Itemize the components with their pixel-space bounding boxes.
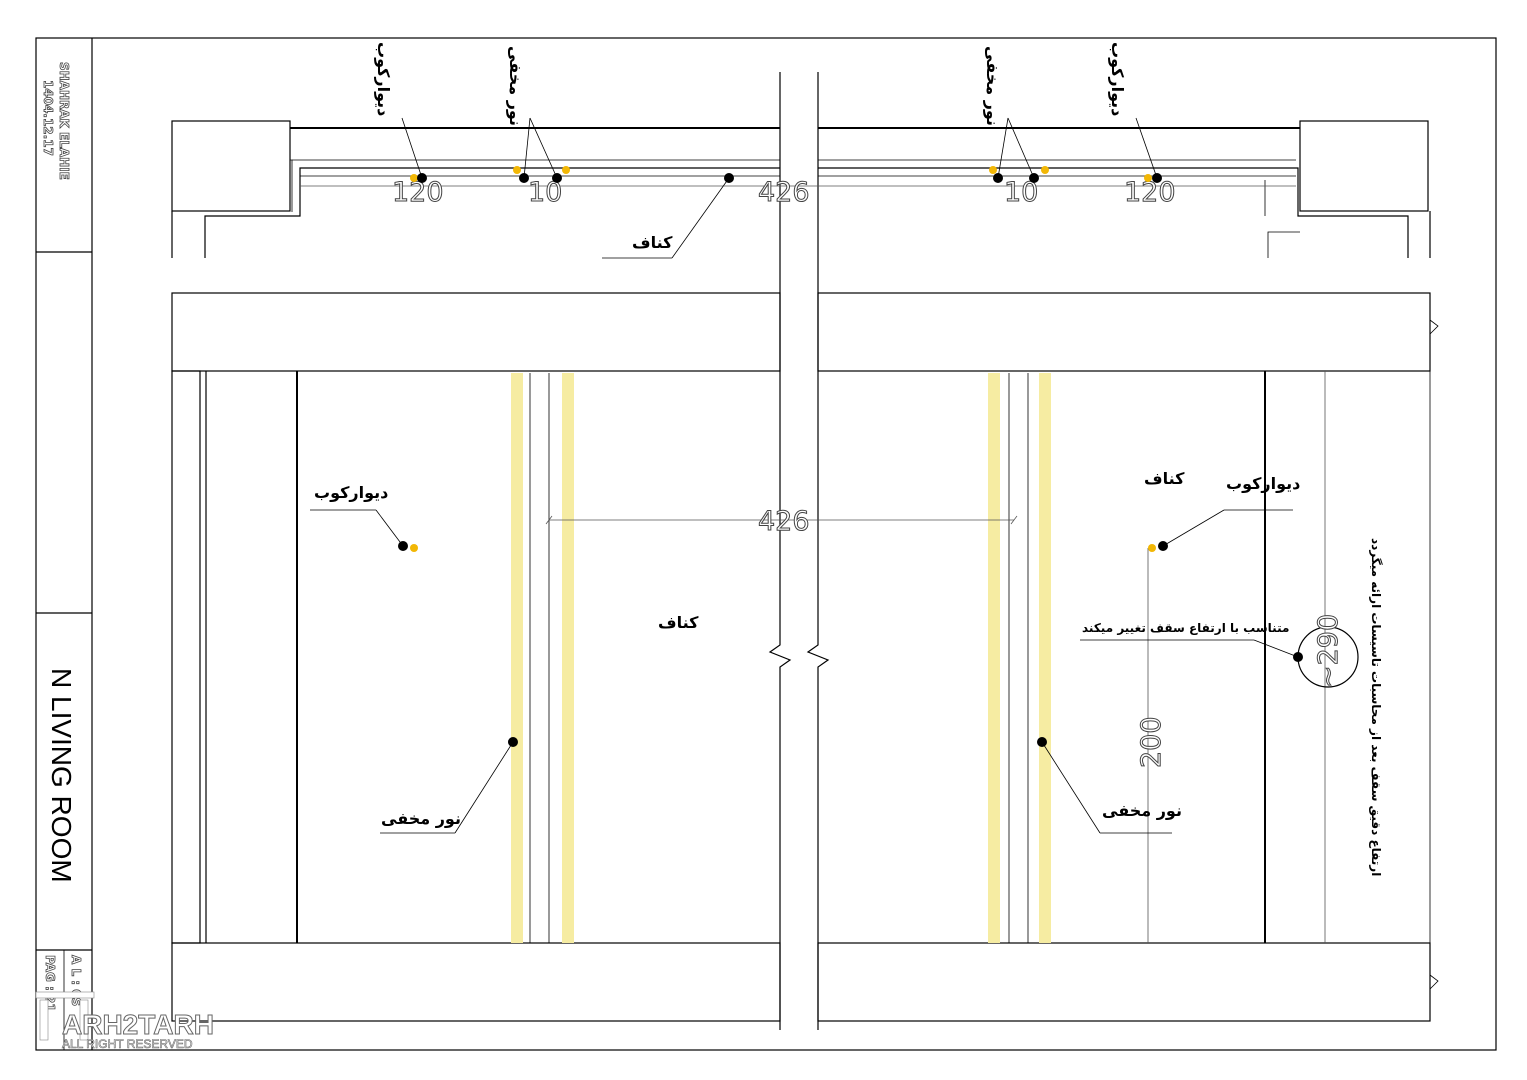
- plan-dim-10-right: 10: [1004, 177, 1038, 208]
- project-name: SHAHRAK ELAHIE: [57, 62, 71, 180]
- scale-label: A L : 0S: [69, 955, 83, 1006]
- elev-dim-width: 426: [758, 506, 810, 537]
- elev-label-wall-lamp-right: دیوارکوب: [1226, 474, 1300, 493]
- watermark-brand: ARH2TARH: [62, 1009, 214, 1040]
- elev-label-hidden-light-right: نور مخفی: [1102, 801, 1182, 820]
- elev-label-wall-lamp-left: دیوارکوب: [314, 483, 388, 502]
- elev-dim-290: ~290: [1313, 614, 1344, 688]
- plan-label-hidden-light-left: نور مخفی: [506, 46, 525, 126]
- elev-label-knauf-center: کناف: [658, 613, 699, 632]
- elev-side-note: ارتفاع دقیق سقف بعد از محاسبات تاسیسات ا…: [1369, 538, 1383, 876]
- sheet-title: N LIVING ROOM: [46, 668, 77, 883]
- project-date: 1404.12.17: [41, 80, 55, 156]
- elev-label-knauf-right: کناف: [1144, 469, 1185, 488]
- wall-elevation: [171, 262, 1439, 1030]
- brand-watermark-logo: [35, 991, 95, 1041]
- ceiling-plan: [171, 72, 1431, 262]
- watermark-rights: ALL RIGHT RESERVED: [62, 1037, 193, 1051]
- elev-dim-200: 200: [1136, 716, 1167, 768]
- sheet-border: [35, 37, 1497, 1051]
- plan-markers: [401, 117, 1162, 259]
- plan-dim-426: 426: [758, 177, 810, 208]
- plan-dim-120-left: 120: [392, 177, 444, 208]
- plan-label-wall-lamp-left: دیوارکوب: [374, 42, 393, 116]
- plan-label-knauf: کناف: [632, 233, 673, 252]
- elev-ceiling-note: متناسب با ارتفاع سقف تغییر میکند: [1082, 621, 1289, 635]
- plan-label-wall-lamp-right: دیوارکوب: [1108, 42, 1127, 116]
- elev-label-hidden-light-left: نور مخفی: [381, 809, 461, 828]
- plan-dim-120-right: 120: [1124, 177, 1176, 208]
- plan-label-hidden-light-right: نور مخفی: [983, 46, 1002, 126]
